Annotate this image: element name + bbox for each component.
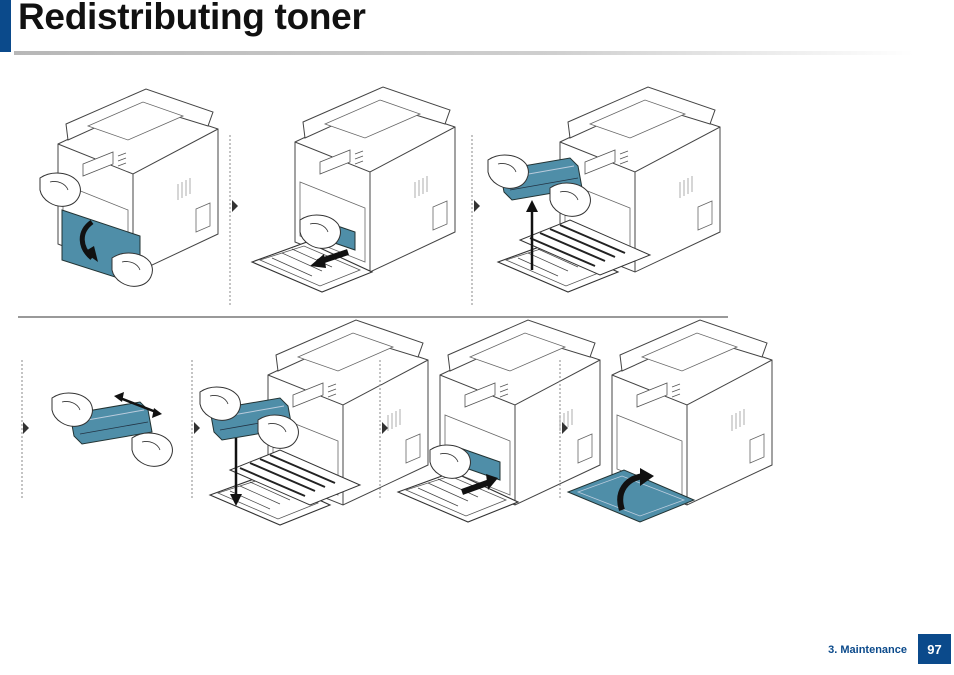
step-pull-toner-out — [252, 87, 455, 292]
step-arrow-icon — [474, 200, 480, 212]
step-shake-toner — [52, 392, 172, 466]
step-arrow-icon — [194, 422, 200, 434]
step-lift-toner — [488, 87, 720, 292]
page-number-badge: 97 — [918, 634, 951, 664]
footer-section: 3. Maintenance — [828, 644, 907, 656]
step-arrow-icon — [23, 422, 29, 434]
step-insert-toner — [200, 320, 428, 525]
step-arrow-icon — [232, 200, 238, 212]
step-open-front-door — [40, 89, 218, 286]
